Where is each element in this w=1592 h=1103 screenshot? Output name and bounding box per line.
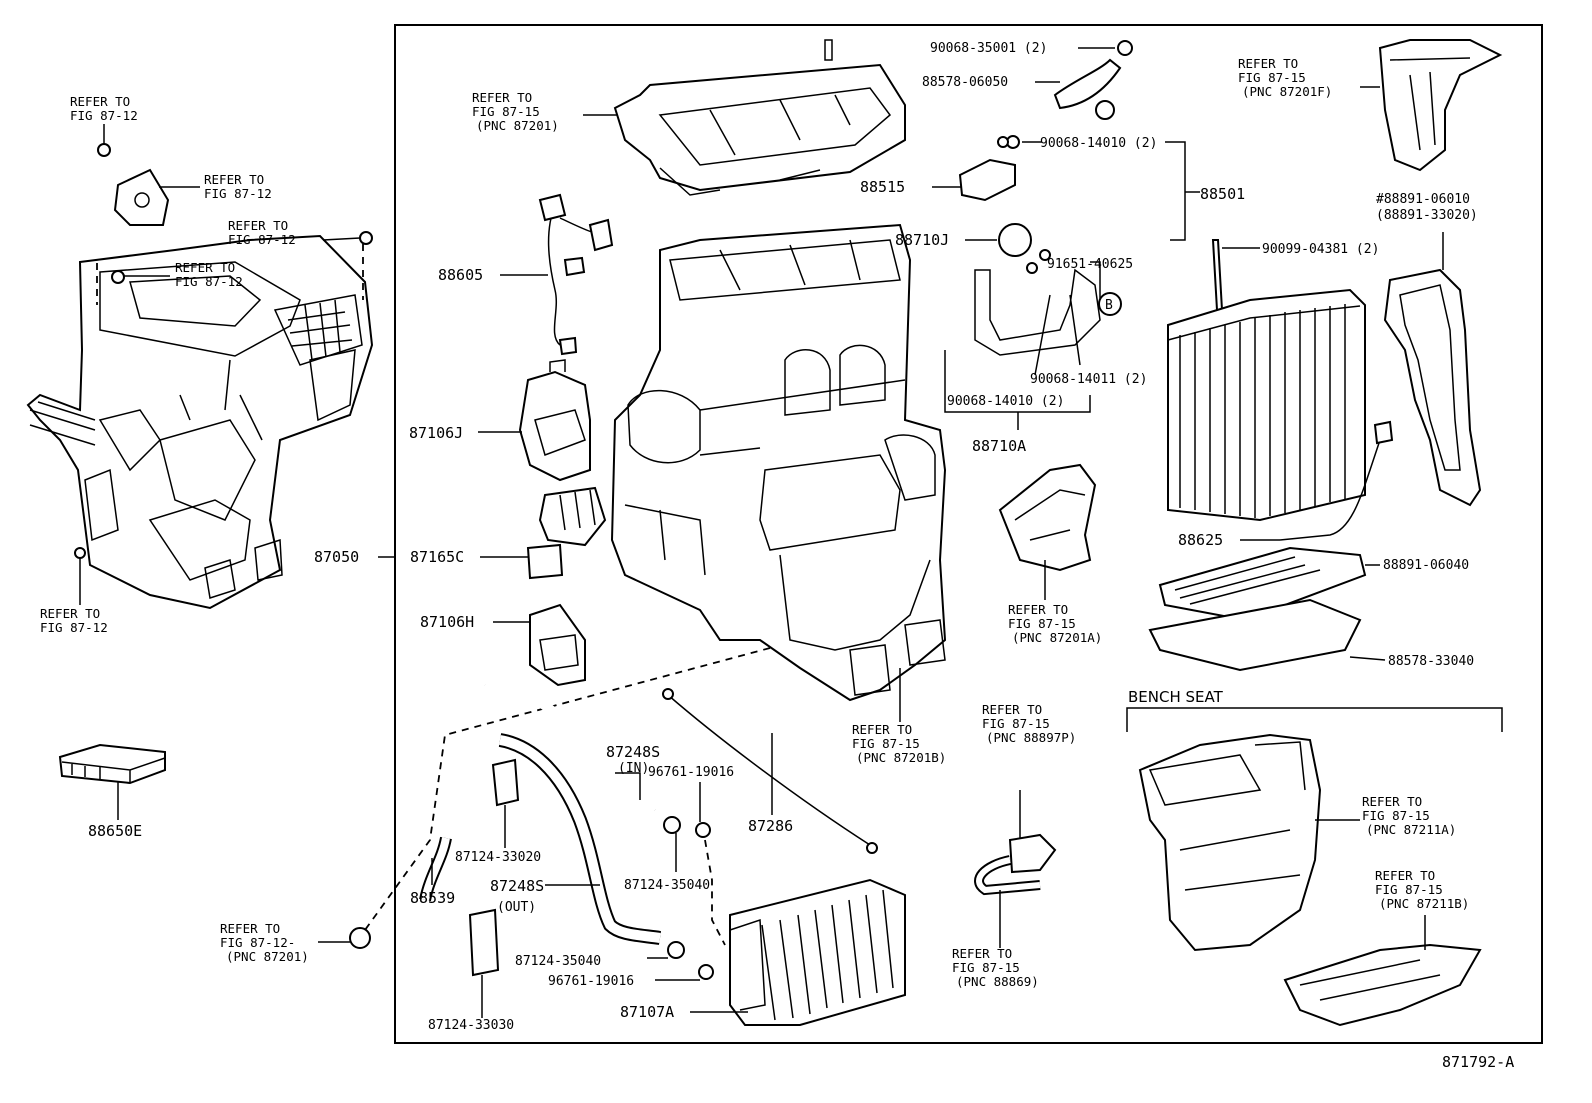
upper-case-illustration (613, 39, 906, 196)
part-number-90068-14011: 90068-14011 (2) (1030, 372, 1147, 387)
part-number-91651-40625: 91651-40625 (1047, 257, 1133, 272)
part-number-88515: 88515 (860, 178, 905, 196)
part-number-87106h: 87106H (420, 613, 474, 631)
control-module-88650e (58, 743, 166, 820)
bench-seat-bracket (1126, 707, 1503, 732)
clip-icon (74, 547, 86, 559)
expansion-valve-88515 (932, 158, 1016, 202)
part-number-87248s-in-sub: (IN) (618, 761, 649, 776)
plug-icon (349, 927, 371, 949)
servo-motor-87106h (493, 603, 586, 687)
resistor-87165c (480, 486, 607, 580)
clamp-icon (663, 816, 681, 834)
o-ring-icon (1026, 262, 1038, 274)
part-number-87107a: 87107A (620, 1003, 674, 1021)
heater-core-87107a (729, 878, 906, 1026)
rear-unit-87211a (1138, 733, 1322, 952)
part-number-87248s-out: 87248S (490, 877, 544, 895)
part-number-88539: 88539 (410, 889, 455, 907)
drain-pan-88578-33040 (1148, 598, 1362, 672)
servo-plate-icon (113, 168, 170, 226)
bracket-icon (491, 758, 520, 807)
bench-seat-title: BENCH SEAT (1128, 688, 1224, 706)
part-number-88578-06050: 88578-06050 (922, 75, 1008, 90)
wire-harness-88605 (500, 193, 614, 356)
assembled-unit-illustration (26, 234, 374, 610)
part-number-87124-33030: 87124-33030 (428, 1018, 514, 1033)
bolt-icon (1211, 239, 1224, 311)
part-number-88578-33040: 88578-33040 (1388, 654, 1474, 669)
evaporator-88501 (1167, 288, 1366, 522)
o-ring-icon (698, 964, 714, 980)
part-number-87124-35040: 87124-35040 (624, 878, 710, 893)
part-number-87124-33020: 87124-33020 (455, 850, 541, 865)
seal-clamp-88578-06050 (1035, 40, 1133, 120)
valve-88710j-icon (998, 223, 1032, 257)
clamp-icon (667, 941, 685, 959)
part-number-90099-04381: 90099-04381 (2) (1262, 242, 1379, 257)
part-number-88650e: 88650E (88, 822, 142, 840)
part-number-96761-19016b: 96761-19016 (548, 974, 634, 989)
part-number-88625: 88625 (1178, 531, 1223, 549)
rear-duct-87211b (1283, 943, 1482, 1027)
leader-dashed-4 (704, 839, 726, 946)
part-number-88501: 88501 (1200, 185, 1245, 203)
figure-id: 871792-A (1442, 1053, 1514, 1071)
o-ring-icon (997, 136, 1009, 148)
bracket-icon (468, 908, 500, 977)
part-number-88605: 88605 (438, 266, 483, 284)
part-number-87165c: 87165C (410, 548, 464, 566)
part-number-90068-35001: 90068-35001 (2) (930, 41, 1047, 56)
part-number-88891-33020: (88891-33020) (1376, 208, 1478, 223)
part-number-88891-06040: 88891-06040 (1383, 558, 1469, 573)
clip-icon (111, 270, 125, 284)
part-number-88710j: 88710J (895, 231, 949, 249)
leader-dashed-3 (364, 647, 771, 931)
o-ring-icon (695, 822, 711, 838)
part-number-87248s-out-sub: (OUT) (497, 900, 536, 915)
sensor-88625 (1279, 439, 1381, 541)
heater-case-87050 (610, 223, 947, 702)
servo-motor-87106j (478, 359, 591, 482)
part-number-87248s-in: 87248S (606, 743, 660, 761)
part-number-87050: 87050 (314, 548, 359, 566)
part-number-87124-35040b: 87124-35040 (515, 954, 601, 969)
duct-87201f (1378, 39, 1503, 172)
part-number-88891-06010: #88891-06010 (1376, 192, 1470, 207)
main-frame (394, 24, 1543, 1044)
part-number-90068-14010b: 90068-14010 (2) (947, 394, 1064, 409)
drain-cover-88891-06040 (1158, 546, 1367, 622)
part-number-88710a: 88710A (972, 437, 1026, 455)
gasket-88891-06010 (1383, 268, 1482, 507)
clip-icon (97, 143, 111, 157)
clip-icon (359, 231, 373, 245)
part-number-90068-14010: 90068-14010 (2) (1040, 136, 1157, 151)
circle-b-label: B (1105, 298, 1113, 313)
part-number-87106j: 87106J (409, 424, 463, 442)
drain-valve-icon (1008, 833, 1057, 874)
part-number-96761-19016: 96761-19016 (648, 765, 734, 780)
circle-b-icon (1098, 292, 1122, 316)
duct-87201a (998, 463, 1097, 572)
part-number-87286: 87286 (748, 817, 793, 835)
o-ring-icon (1039, 249, 1051, 261)
